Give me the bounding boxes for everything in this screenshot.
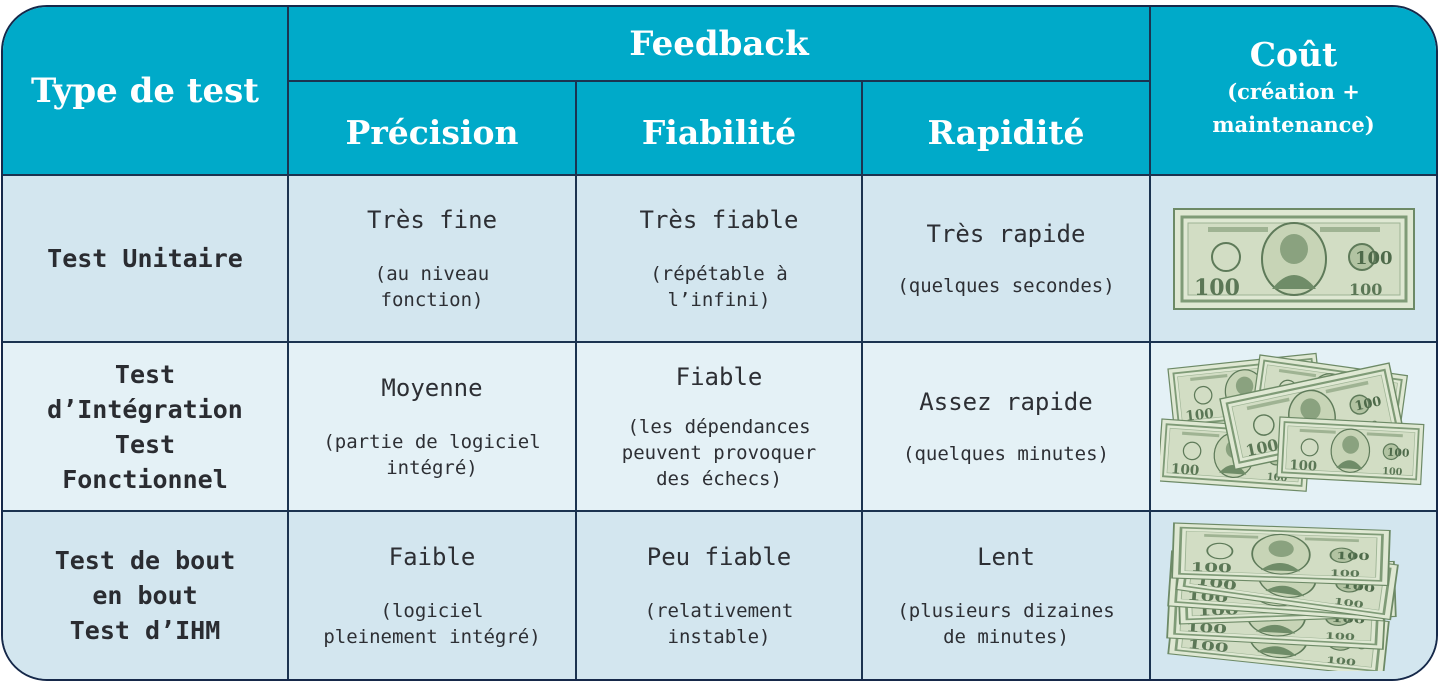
row-1-precision: Très fine (au niveau fonction) — [289, 174, 577, 343]
row-2-fiabilite: Fiable (les dépendances peuvent provoque… — [577, 343, 863, 512]
row-2-precision-sub: (partie de logiciel — [323, 430, 541, 453]
row-2-cost — [1151, 343, 1436, 512]
row-3-fiabilite-sub: instable) — [667, 625, 771, 648]
row-3-type-line: Test de bout — [54, 546, 236, 575]
stack-of-dollar-bills-icon — [1165, 521, 1399, 671]
header-cost-sub-2: maintenance) — [1212, 112, 1375, 137]
row-1-fiabilite: Très fiable (répétable à l’infini) — [577, 174, 863, 343]
header-type: Type de test — [3, 7, 289, 174]
header-feedback-label: Feedback — [629, 23, 809, 64]
row-2-type-line: Test — [114, 429, 176, 459]
row-3-rapidite-sub: de minutes) — [943, 625, 1069, 648]
row-1-rapidite-sub: (quelques secondes) — [897, 274, 1115, 297]
row-3-fiabilite-main: Peu fiable — [646, 542, 792, 571]
row-3-rapidite-main: Lent — [977, 542, 1035, 571]
several-dollar-bills-icon — [1159, 352, 1425, 492]
row-3-fiabilite-sub: (relativement — [644, 599, 794, 622]
row-2-fiabilite-sub: des échecs) — [656, 467, 782, 490]
header-precision-label: Précision — [345, 112, 519, 152]
row-3-precision-main: Faible — [388, 542, 476, 571]
row-2-rapidite-main: Assez rapide — [919, 387, 1093, 416]
row-3-precision: Faible (logiciel pleinement intégré) — [289, 512, 577, 679]
row-1-type-line: Test Unitaire — [47, 244, 243, 273]
row-3-type-line: Test d’IHM — [69, 616, 221, 645]
row-2-precision-sub: intégré) — [386, 456, 478, 479]
row-3-rapidite: Lent (plusieurs dizaines de minutes) — [863, 512, 1151, 679]
row-1-rapidite-main: Très rapide — [926, 219, 1086, 248]
header-rapidite: Rapidité — [863, 82, 1151, 174]
header-feedback: Feedback — [289, 7, 1151, 82]
row-2-rapidite-sub: (quelques minutes) — [903, 442, 1109, 465]
row-3-fiabilite: Peu fiable (relativement instable) — [577, 512, 863, 679]
header-fiabilite: Fiabilité — [577, 82, 863, 174]
row-3-type: Test de bout en bout Test d’IHM — [3, 512, 289, 679]
row-2-precision: Moyenne (partie de logiciel intégré) — [289, 343, 577, 512]
row-1-precision-sub: (au niveau — [374, 262, 490, 285]
row-2-type-line: Fonctionnel — [62, 464, 228, 494]
row-2-fiabilite-sub: (les dépendances — [627, 415, 811, 438]
row-1-cost — [1151, 174, 1436, 343]
header-type-label: Type de test — [31, 70, 259, 111]
single-dollar-bill-icon — [1172, 207, 1415, 310]
row-1-type: Test Unitaire — [3, 174, 289, 343]
row-2-fiabilite-main: Fiable — [675, 362, 763, 391]
row-2-fiabilite-sub: peuvent provoquer — [621, 441, 817, 464]
row-2-type: Test d’Intégration Test Fonctionnel — [3, 343, 289, 512]
header-cost-sub-1: (création + — [1227, 79, 1360, 104]
row-1-rapidite: Très rapide (quelques secondes) — [863, 174, 1151, 343]
header-fiabilite-label: Fiabilité — [641, 112, 797, 152]
row-2-precision-main: Moyenne — [381, 373, 483, 402]
row-3-type-line: en bout — [92, 581, 198, 610]
row-1-fiabilite-sub: (répétable à — [650, 262, 788, 285]
row-2-type-line: d’Intégration — [47, 394, 243, 424]
row-3-precision-sub: pleinement intégré) — [323, 625, 541, 648]
test-types-table: Type de test Feedback Coût (création + m… — [1, 5, 1438, 681]
row-3-cost — [1151, 512, 1436, 679]
row-2-type-line: Test — [114, 359, 176, 389]
row-2-rapidite: Assez rapide (quelques minutes) — [863, 343, 1151, 512]
row-1-fiabilite-main: Très fiable — [639, 205, 799, 234]
header-cost: Coût (création + maintenance) — [1151, 7, 1436, 174]
row-1-precision-sub: fonction) — [380, 288, 484, 311]
row-3-precision-sub: (logiciel — [380, 599, 484, 622]
header-cost-label: Coût — [1249, 35, 1338, 74]
row-1-fiabilite-sub: l’infini) — [667, 288, 771, 311]
row-3-rapidite-sub: (plusieurs dizaines — [897, 599, 1115, 622]
row-1-precision-main: Très fine — [366, 205, 498, 234]
header-precision: Précision — [289, 82, 577, 174]
header-rapidite-label: Rapidité — [927, 112, 1085, 152]
